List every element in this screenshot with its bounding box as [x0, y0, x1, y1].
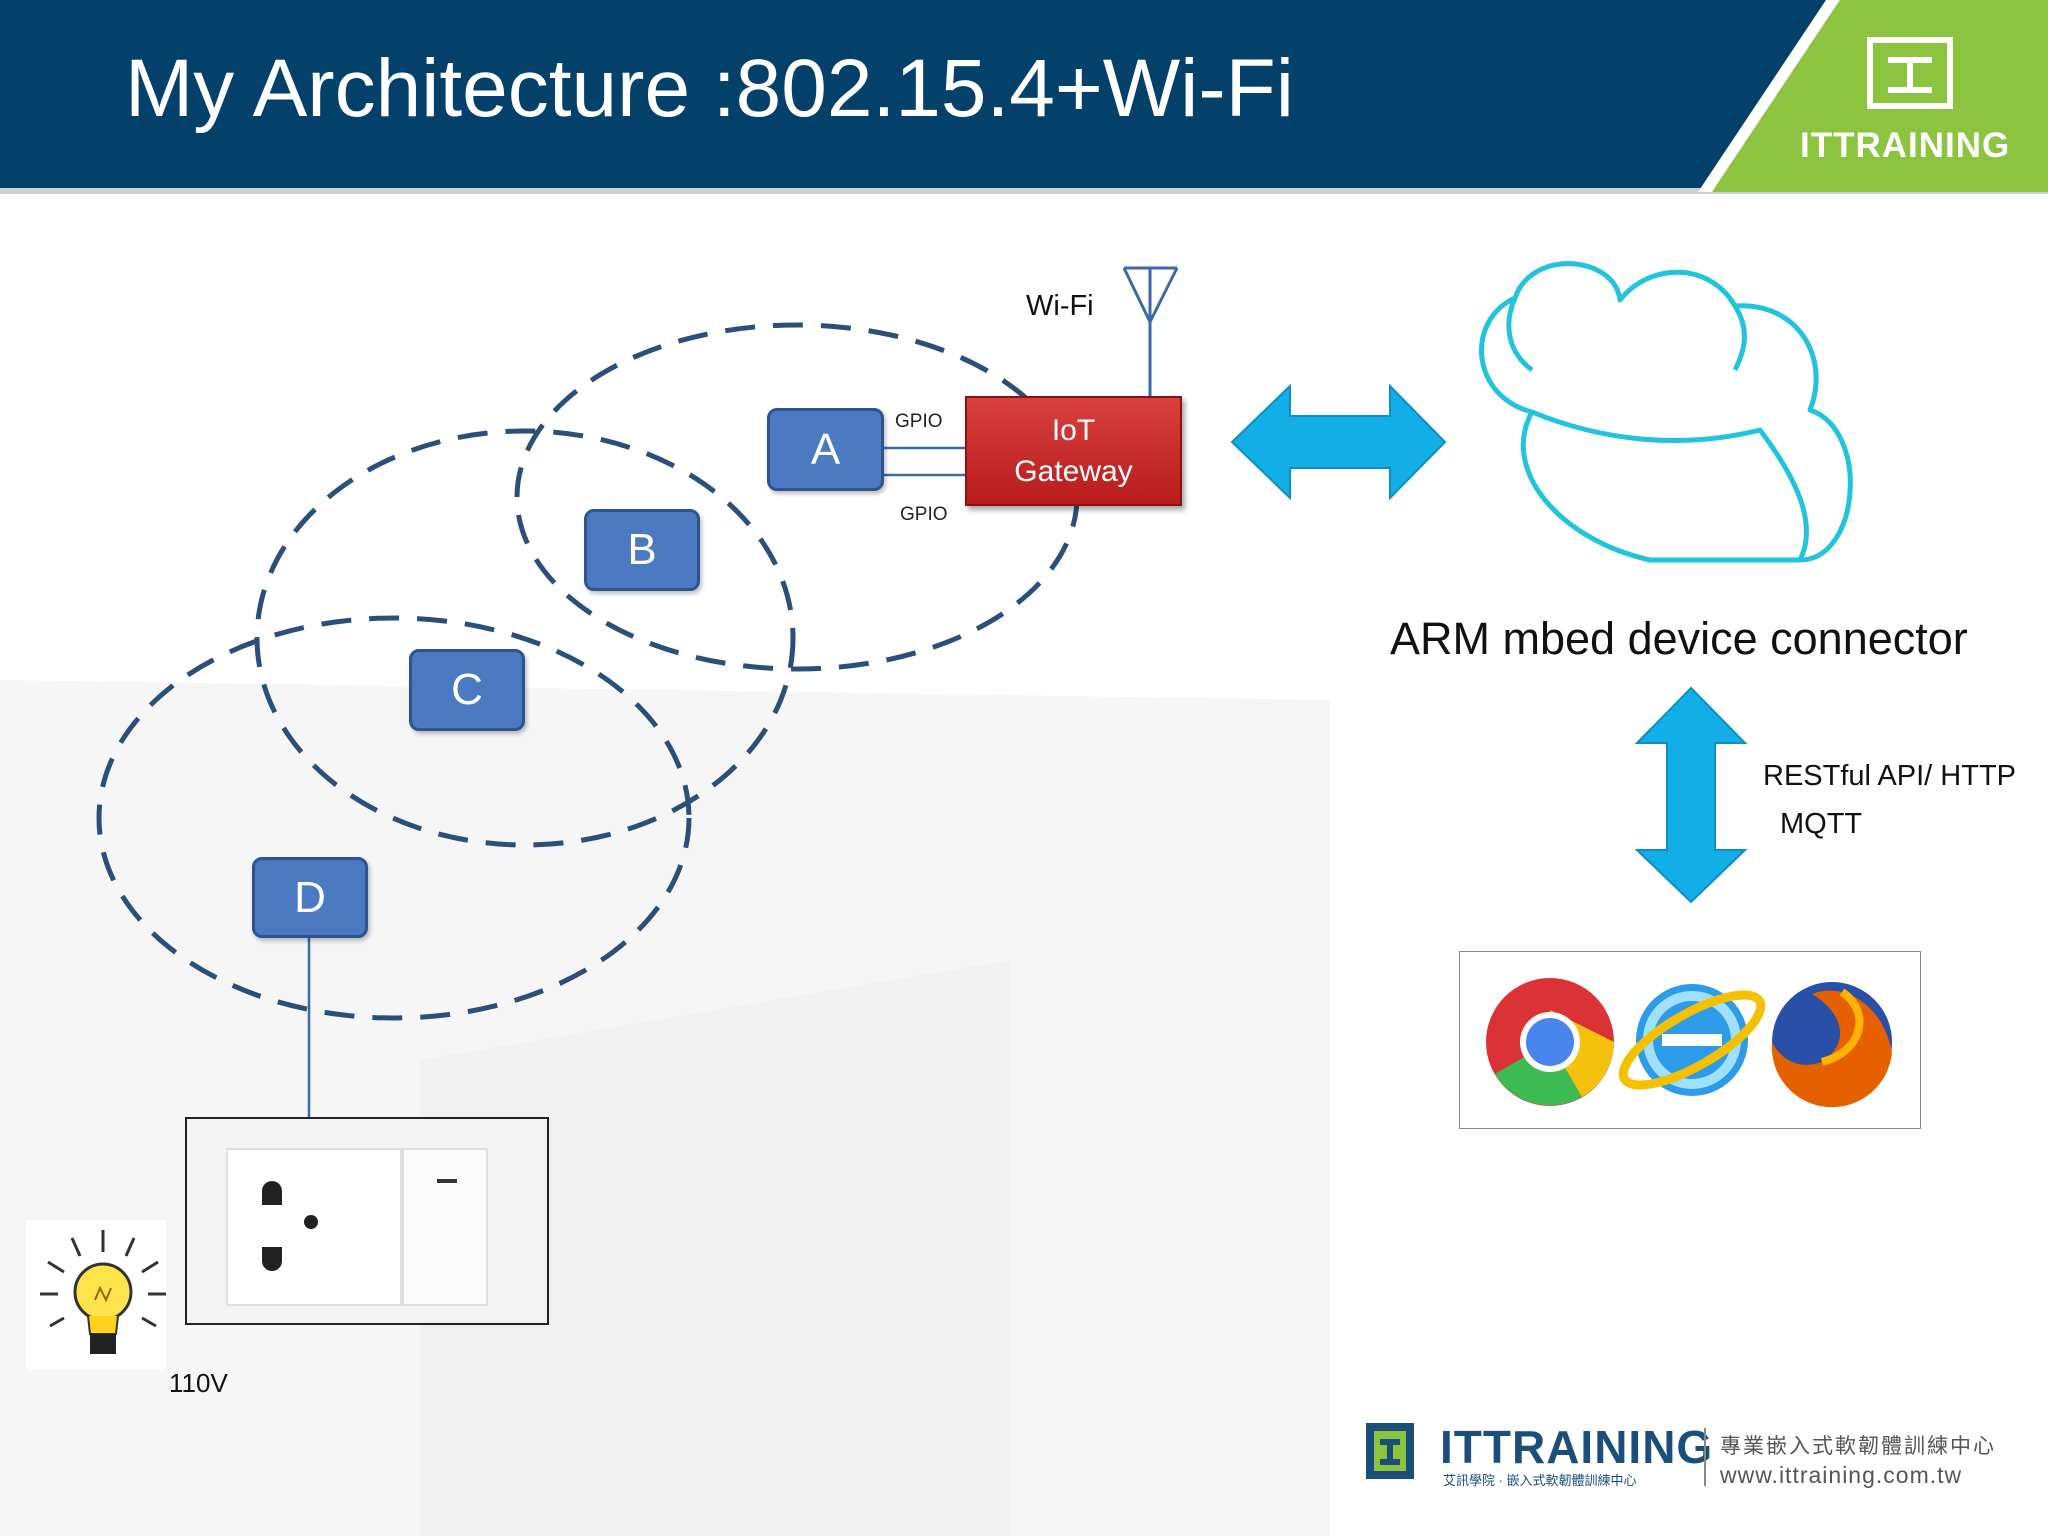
footer-divider [1704, 1428, 1706, 1486]
voltage-label: 110V [169, 1368, 228, 1398]
footer-brand-subtitle: 艾訊學院 · 嵌入式軟韌體訓練中心 [1443, 1473, 1637, 1488]
wall-outlet-panel [185, 1117, 549, 1325]
chrome-icon [1486, 978, 1614, 1106]
ie-icon [1618, 984, 1766, 1096]
browser-logos-frame [1459, 951, 1921, 1129]
gpio-label-bottom: GPIO [900, 504, 948, 525]
node-b: B [584, 509, 700, 591]
node-a: A [767, 408, 884, 491]
api-label-line1: RESTful API/ HTTP [1763, 760, 2016, 792]
footer-logo-mark-icon [1366, 1423, 1414, 1479]
wifi-label: Wi-Fi [1026, 290, 1094, 322]
cloud-icon [1479, 261, 1853, 563]
footer-brand: ITTRAINING [1440, 1421, 1714, 1473]
node-c: C [409, 649, 525, 731]
gateway-label-line2: Gateway [1014, 455, 1133, 488]
iot-gateway-box: IoT Gateway [965, 396, 1182, 506]
lightbulb-icon [26, 1220, 166, 1370]
cloud-browser-arrow [1634, 686, 1748, 904]
footer-tagline: 專業嵌入式軟韌體訓練中心 [1720, 1435, 1996, 1458]
footer-url: www.ittraining.com.tw [1720, 1462, 1963, 1488]
gateway-label-line1: IoT [1051, 414, 1096, 447]
range-ring-b [254, 428, 796, 848]
firefox-icon [1771, 982, 1892, 1108]
header-bar [0, 0, 2048, 194]
gateway-cloud-arrow [1230, 383, 1447, 501]
cloud-label: ARM mbed device connector [1390, 613, 1968, 664]
range-ring-c [96, 615, 692, 1021]
logo-mark-icon [1867, 37, 1953, 109]
node-d: D [252, 857, 368, 938]
antenna-icon [1122, 266, 1179, 398]
api-label-line2: MQTT [1780, 808, 1863, 840]
switch-icon [402, 1148, 488, 1306]
header-logo-text: ITTRAINING [1800, 126, 2011, 165]
outlet-icon [226, 1148, 402, 1306]
slide-title: My Architecture :802.15.4+Wi-Fi [125, 43, 1294, 134]
gpio-label-top: GPIO [895, 411, 943, 432]
